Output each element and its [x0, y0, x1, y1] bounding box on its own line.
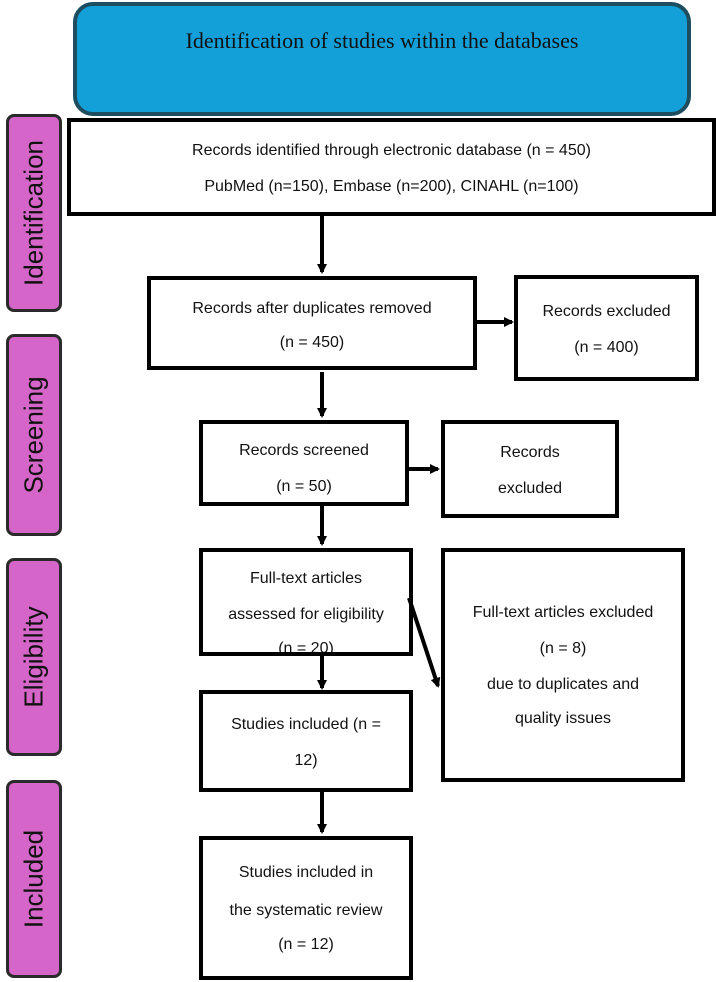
fulltext-excluded-box: Full-text articles excluded (n = 8) due … [441, 548, 685, 782]
records-excluded-line2: excluded [497, 480, 563, 497]
final-included-box: Studies included in the systematic revie… [199, 836, 413, 980]
records-excluded-400-line2: (n = 400) [574, 339, 639, 356]
header-banner: Identification of studies within the dat… [73, 2, 691, 116]
duplicates-removed-line1: Records after duplicates removed [192, 300, 432, 317]
records-excluded-line1: Records [500, 444, 560, 461]
records-identified-box: Records identified through electronic da… [67, 118, 716, 216]
records-screened-box: Records screened (n = 50) [199, 420, 409, 506]
duplicates-removed-box: Records after duplicates removed (n = 45… [147, 276, 477, 370]
phase-eligibility: Eligibility [6, 558, 62, 756]
final-included-line3: (n = 12) [278, 936, 334, 953]
fulltext-excluded-line4: quality issues [514, 710, 612, 727]
fulltext-excluded-line2: (n = 8) [539, 640, 587, 657]
diagram-title: Identification of studies within the dat… [185, 28, 579, 53]
fulltext-assessed-line2: assessed for eligibility [228, 606, 384, 623]
studies-included-line1: Studies included (n = [231, 716, 381, 733]
records-identified-line1: Records identified through electronic da… [192, 142, 591, 159]
records-screened-line1: Records screened [239, 442, 369, 459]
arrow-fulltext-to-excluded [407, 597, 441, 688]
phase-screening: Screening [6, 334, 62, 536]
duplicates-removed-line2: (n = 450) [279, 334, 345, 351]
records-excluded-box: Records excluded [441, 420, 619, 518]
fulltext-assessed-box: Full-text articles assessed for eligibil… [199, 548, 413, 656]
fulltext-assessed-line1: Full-text articles [249, 570, 363, 587]
records-excluded-400-line1: Records excluded [542, 303, 671, 320]
final-included-line1: Studies included in [238, 864, 374, 881]
fulltext-assessed-line3: (n = 20) [278, 640, 334, 656]
final-included-line2: the systematic review [229, 902, 383, 919]
fulltext-excluded-line1: Full-text articles excluded [472, 604, 654, 621]
studies-included-line2: 12) [294, 752, 318, 769]
studies-included-box: Studies included (n = 12) [199, 690, 413, 792]
phase-identification: Identification [6, 114, 62, 312]
fulltext-excluded-line3: due to duplicates and [486, 676, 640, 693]
records-excluded-400-box: Records excluded (n = 400) [514, 275, 699, 381]
records-screened-line2: (n = 50) [276, 478, 332, 495]
phase-included: Included [6, 780, 62, 978]
records-identified-line2: PubMed (n=150), Embase (n=200), CINAHL (… [204, 178, 579, 195]
